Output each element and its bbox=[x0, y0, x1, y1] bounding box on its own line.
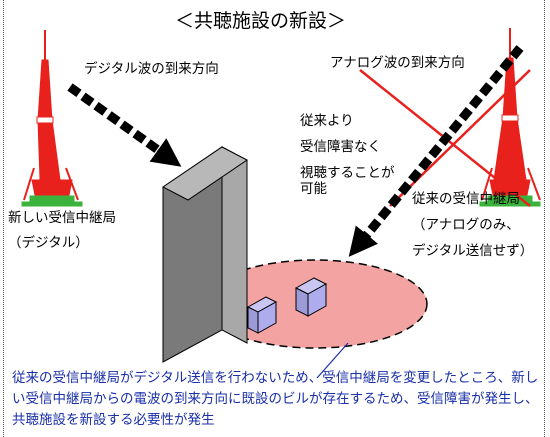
good-reception-line-2: 受信障害なく bbox=[300, 139, 381, 155]
explanation-caption: 従来の受信中継局がデジタル送信を行わないため、受信中継局を変更したところ、新しい… bbox=[12, 370, 539, 428]
old-relay-label: 従来の受信中継局 bbox=[412, 191, 520, 207]
new-relay-sublabel: （デジタル） bbox=[8, 235, 89, 251]
callout-line bbox=[316, 342, 349, 379]
analog-direction-label: アナログ波の到来方向 bbox=[330, 55, 465, 71]
left-border bbox=[3, 0, 4, 437]
analog-wave-arrow bbox=[348, 45, 524, 257]
old-relay-tower bbox=[479, 28, 541, 207]
old-relay-sublabel-1: （アナログのみ、 bbox=[412, 217, 520, 233]
right-border bbox=[544, 0, 545, 437]
existing-building bbox=[162, 146, 248, 363]
diagram-title: ＜共聴施設の新設＞ bbox=[175, 10, 347, 32]
new-relay-tower bbox=[21, 30, 83, 207]
digital-wave-arrow bbox=[67, 83, 182, 167]
house-right bbox=[294, 277, 328, 317]
house-left bbox=[246, 296, 278, 334]
good-reception-line-3: 視聴することが可能 bbox=[300, 165, 395, 198]
new-relay-label: 新しい受信中継局 bbox=[8, 210, 116, 226]
digital-direction-label: デジタル波の到来方向 bbox=[84, 61, 219, 77]
good-reception-line-1: 従来より bbox=[300, 113, 354, 129]
old-relay-sublabel-2: デジタル送信せず） bbox=[412, 243, 534, 259]
